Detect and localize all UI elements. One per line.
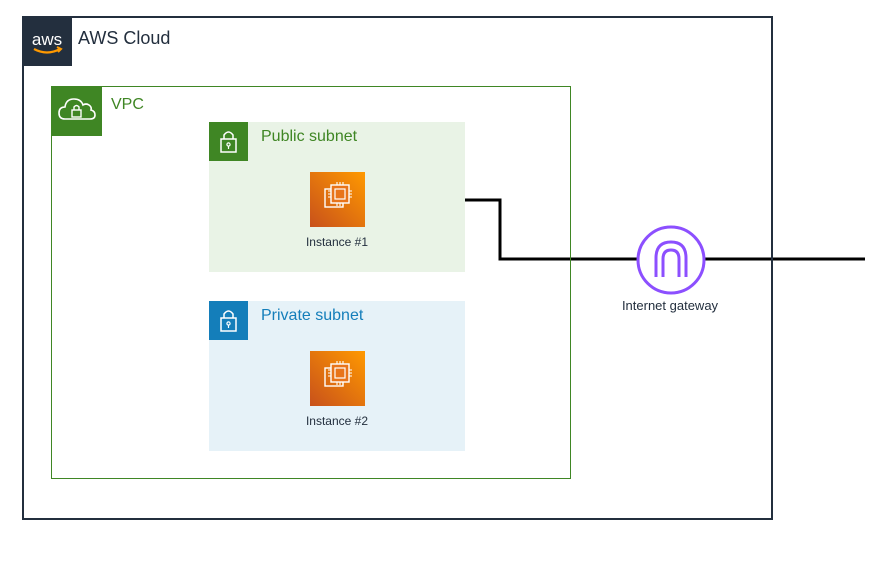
public-subnet-lock-icon xyxy=(209,122,248,161)
vpc-cloud-lock-icon xyxy=(51,86,102,136)
internet-gateway-label: Internet gateway xyxy=(621,298,719,313)
ec2-instance-icon xyxy=(310,172,365,227)
internet-gateway-icon xyxy=(636,225,706,295)
vpc-group xyxy=(51,86,571,479)
private-subnet-lock-icon xyxy=(209,301,248,340)
svg-text:aws: aws xyxy=(32,30,62,49)
aws-logo-icon: aws xyxy=(22,16,72,66)
instance-2-label: Instance #2 xyxy=(305,414,369,428)
instance-1-label: Instance #1 xyxy=(305,235,369,249)
public-subnet-title: Public subnet xyxy=(261,128,358,145)
vpc-title: VPC xyxy=(111,96,144,113)
ec2-instance-icon xyxy=(310,351,365,406)
aws-cloud-group xyxy=(22,16,773,520)
private-subnet-title: Private subnet xyxy=(261,307,364,324)
aws-cloud-title: AWS Cloud xyxy=(78,28,171,48)
